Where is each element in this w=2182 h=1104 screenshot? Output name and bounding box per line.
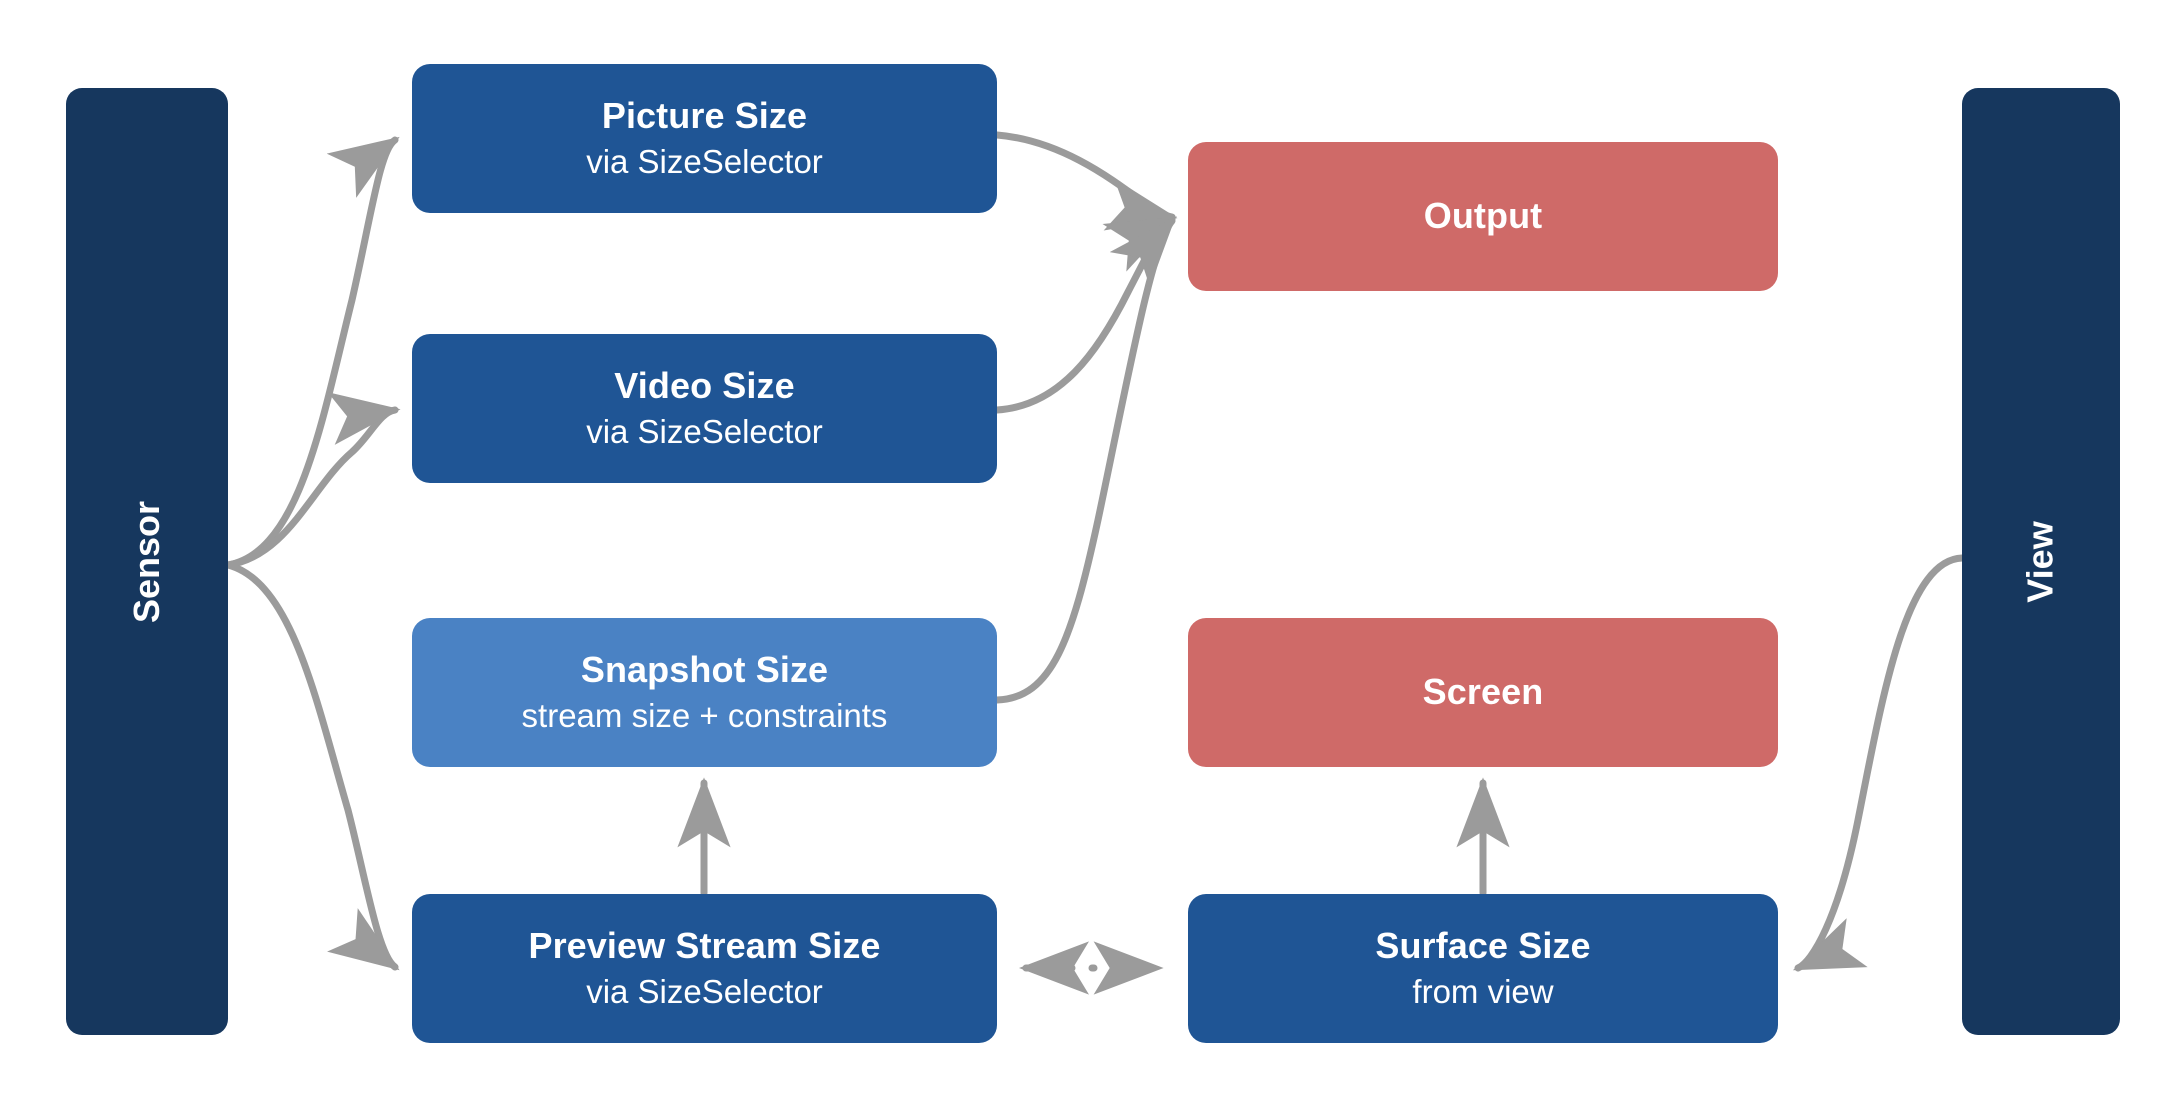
- edge-video-size-to-output: [993, 215, 1178, 414]
- node-output-title: Output: [1423, 195, 1543, 237]
- node-snapshot-size-title: Snapshot Size: [580, 649, 829, 691]
- lane-sensor-label: Sensor: [125, 500, 167, 623]
- edge-sensor-to-picture-size: [224, 136, 400, 569]
- node-screen[interactable]: Screen: [1188, 618, 1778, 767]
- edge-sensor-to-preview-stream-size: [224, 561, 400, 971]
- edge-sensor-to-video-size: [224, 392, 401, 569]
- lane-view[interactable]: View: [1962, 88, 2120, 1035]
- lane-sensor[interactable]: Sensor: [66, 88, 228, 1035]
- node-snapshot-size-subtitle: stream size + constraints: [521, 696, 888, 734]
- node-surface-size-subtitle: from view: [1412, 972, 1554, 1010]
- node-snapshot-size[interactable]: Snapshot Size stream size + constraints: [412, 618, 997, 767]
- lane-view-label: View: [2019, 520, 2061, 603]
- node-picture-size-title: Picture Size: [601, 95, 808, 137]
- edge-snapshot-size-to-output: [993, 216, 1176, 704]
- node-picture-size-subtitle: via SizeSelector: [586, 142, 823, 180]
- node-surface-size[interactable]: Surface Size from view: [1188, 894, 1778, 1043]
- node-screen-title: Screen: [1422, 671, 1544, 713]
- edge-picture-size-to-output: [993, 131, 1178, 231]
- edge-view-to-surface-size: [1792, 554, 1966, 972]
- node-preview-stream-size-subtitle: via SizeSelector: [586, 972, 823, 1010]
- node-preview-stream-size-title: Preview Stream Size: [528, 925, 881, 967]
- node-video-size-subtitle: via SizeSelector: [586, 412, 823, 450]
- node-surface-size-title: Surface Size: [1375, 925, 1591, 967]
- node-output[interactable]: Output: [1188, 142, 1778, 291]
- node-preview-stream-size[interactable]: Preview Stream Size via SizeSelector: [412, 894, 997, 1043]
- node-video-size[interactable]: Video Size via SizeSelector: [412, 334, 997, 483]
- node-video-size-title: Video Size: [614, 365, 795, 407]
- node-picture-size[interactable]: Picture Size via SizeSelector: [412, 64, 997, 213]
